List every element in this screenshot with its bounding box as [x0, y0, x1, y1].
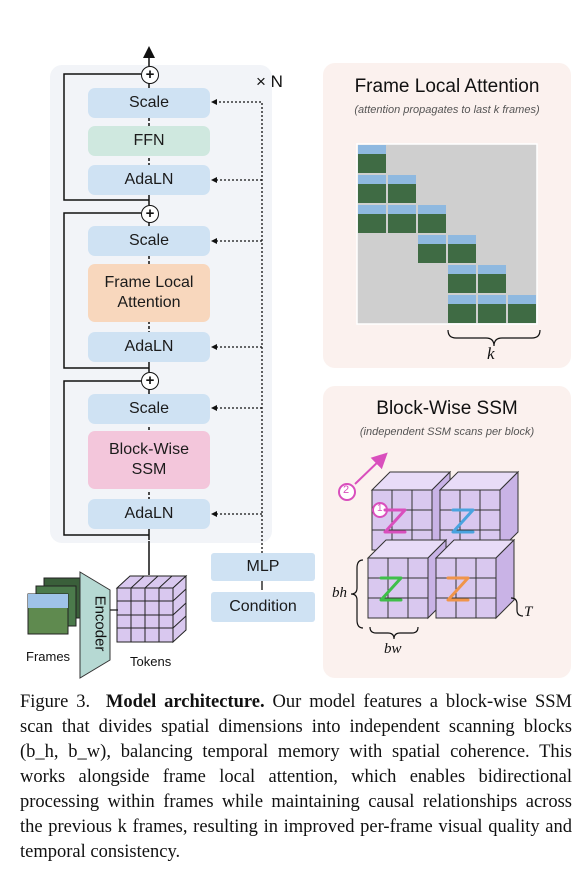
- attention-cell-sky: [388, 205, 416, 214]
- marker-1-label: 1: [377, 503, 383, 514]
- frame-local-attention-block: Frame Local Attention: [88, 264, 210, 322]
- bottom-adaln-block: AdaLN: [88, 499, 210, 529]
- attention-cell: [508, 235, 536, 263]
- attention-cell: [388, 235, 416, 263]
- attention-panel-subtitle: (attention propagates to last k frames): [354, 104, 540, 116]
- block-wise-ssm-block: Block-Wise SSM: [88, 431, 210, 489]
- ssm-panel-subtitle: (independent SSM scans per block): [359, 426, 535, 438]
- attention-cell: [478, 145, 506, 173]
- tokens-label: Tokens: [130, 654, 172, 669]
- attention-cell: [478, 235, 506, 263]
- attention-cell: [418, 295, 446, 323]
- attention-cell-sky: [388, 175, 416, 184]
- attention-cell-sky: [448, 265, 476, 274]
- top-adaln-block: AdaLN: [88, 165, 210, 195]
- attention-cell-sky: [358, 175, 386, 184]
- attention-cell: [448, 175, 476, 203]
- residual-add-top: +: [141, 66, 159, 84]
- encoder-label: Encoder: [91, 595, 109, 652]
- ssm-panel-title: Block-Wise SSM: [376, 398, 518, 419]
- caption-prefix: Figure 3.: [20, 692, 91, 712]
- bh-label: bh: [332, 585, 347, 601]
- attention-cell: [358, 265, 386, 293]
- frames-label: Frames: [26, 649, 71, 664]
- attention-cell-sky: [448, 235, 476, 244]
- bw-label: bw: [384, 641, 402, 657]
- top-scale-block: Scale: [88, 88, 210, 118]
- attention-cell-sky: [478, 265, 506, 274]
- marker-2-label: 2: [343, 484, 350, 496]
- ffn-block: FFN: [88, 126, 210, 156]
- k-label: k: [487, 344, 495, 363]
- attention-cell: [508, 205, 536, 233]
- attention-cell: [478, 205, 506, 233]
- attention-cell-sky: [448, 295, 476, 304]
- mlp-block: MLP: [211, 553, 315, 581]
- attention-cell-sky: [508, 295, 536, 304]
- frames-stack: [27, 577, 85, 635]
- tokens-grid: [115, 574, 188, 644]
- ssm-cube-face: [435, 557, 497, 619]
- attention-cell-sky: [418, 235, 446, 244]
- attention-cell-sky: [358, 145, 386, 154]
- attention-cell: [418, 145, 446, 173]
- attention-cell: [478, 175, 506, 203]
- attention-cell: [388, 265, 416, 293]
- attention-cell-sky: [418, 205, 446, 214]
- caption-bold: Model architecture.: [105, 692, 265, 712]
- caption-text: Our model features a block-wise SSM scan…: [20, 692, 572, 862]
- attention-cell: [418, 265, 446, 293]
- attention-cell: [388, 145, 416, 173]
- attention-cell: [358, 235, 386, 263]
- condition-block: Condition: [211, 592, 315, 622]
- attention-cell: [448, 145, 476, 173]
- middle-scale-block: Scale: [88, 226, 210, 256]
- ssm-cube-face: [367, 557, 429, 619]
- repeat-label: × N: [256, 72, 283, 91]
- attention-cell: [388, 295, 416, 323]
- attention-cell-sky: [478, 295, 506, 304]
- residual-add-bottom: +: [141, 372, 159, 390]
- attention-grid: [356, 143, 538, 325]
- attention-cell: [418, 175, 446, 203]
- figure-caption: Figure 3. Model architecture. Our model …: [20, 690, 572, 865]
- attention-cell-sky: [358, 205, 386, 214]
- attention-cell: [448, 205, 476, 233]
- residual-add-middle: +: [141, 205, 159, 223]
- t-label: T: [524, 604, 533, 620]
- bottom-scale-block: Scale: [88, 394, 210, 424]
- middle-adaln-block: AdaLN: [88, 332, 210, 362]
- attention-cell: [508, 145, 536, 173]
- attention-cell: [508, 265, 536, 293]
- attention-cell: [358, 295, 386, 323]
- attention-cell: [508, 175, 536, 203]
- attention-panel-title: Frame Local Attention: [354, 76, 540, 97]
